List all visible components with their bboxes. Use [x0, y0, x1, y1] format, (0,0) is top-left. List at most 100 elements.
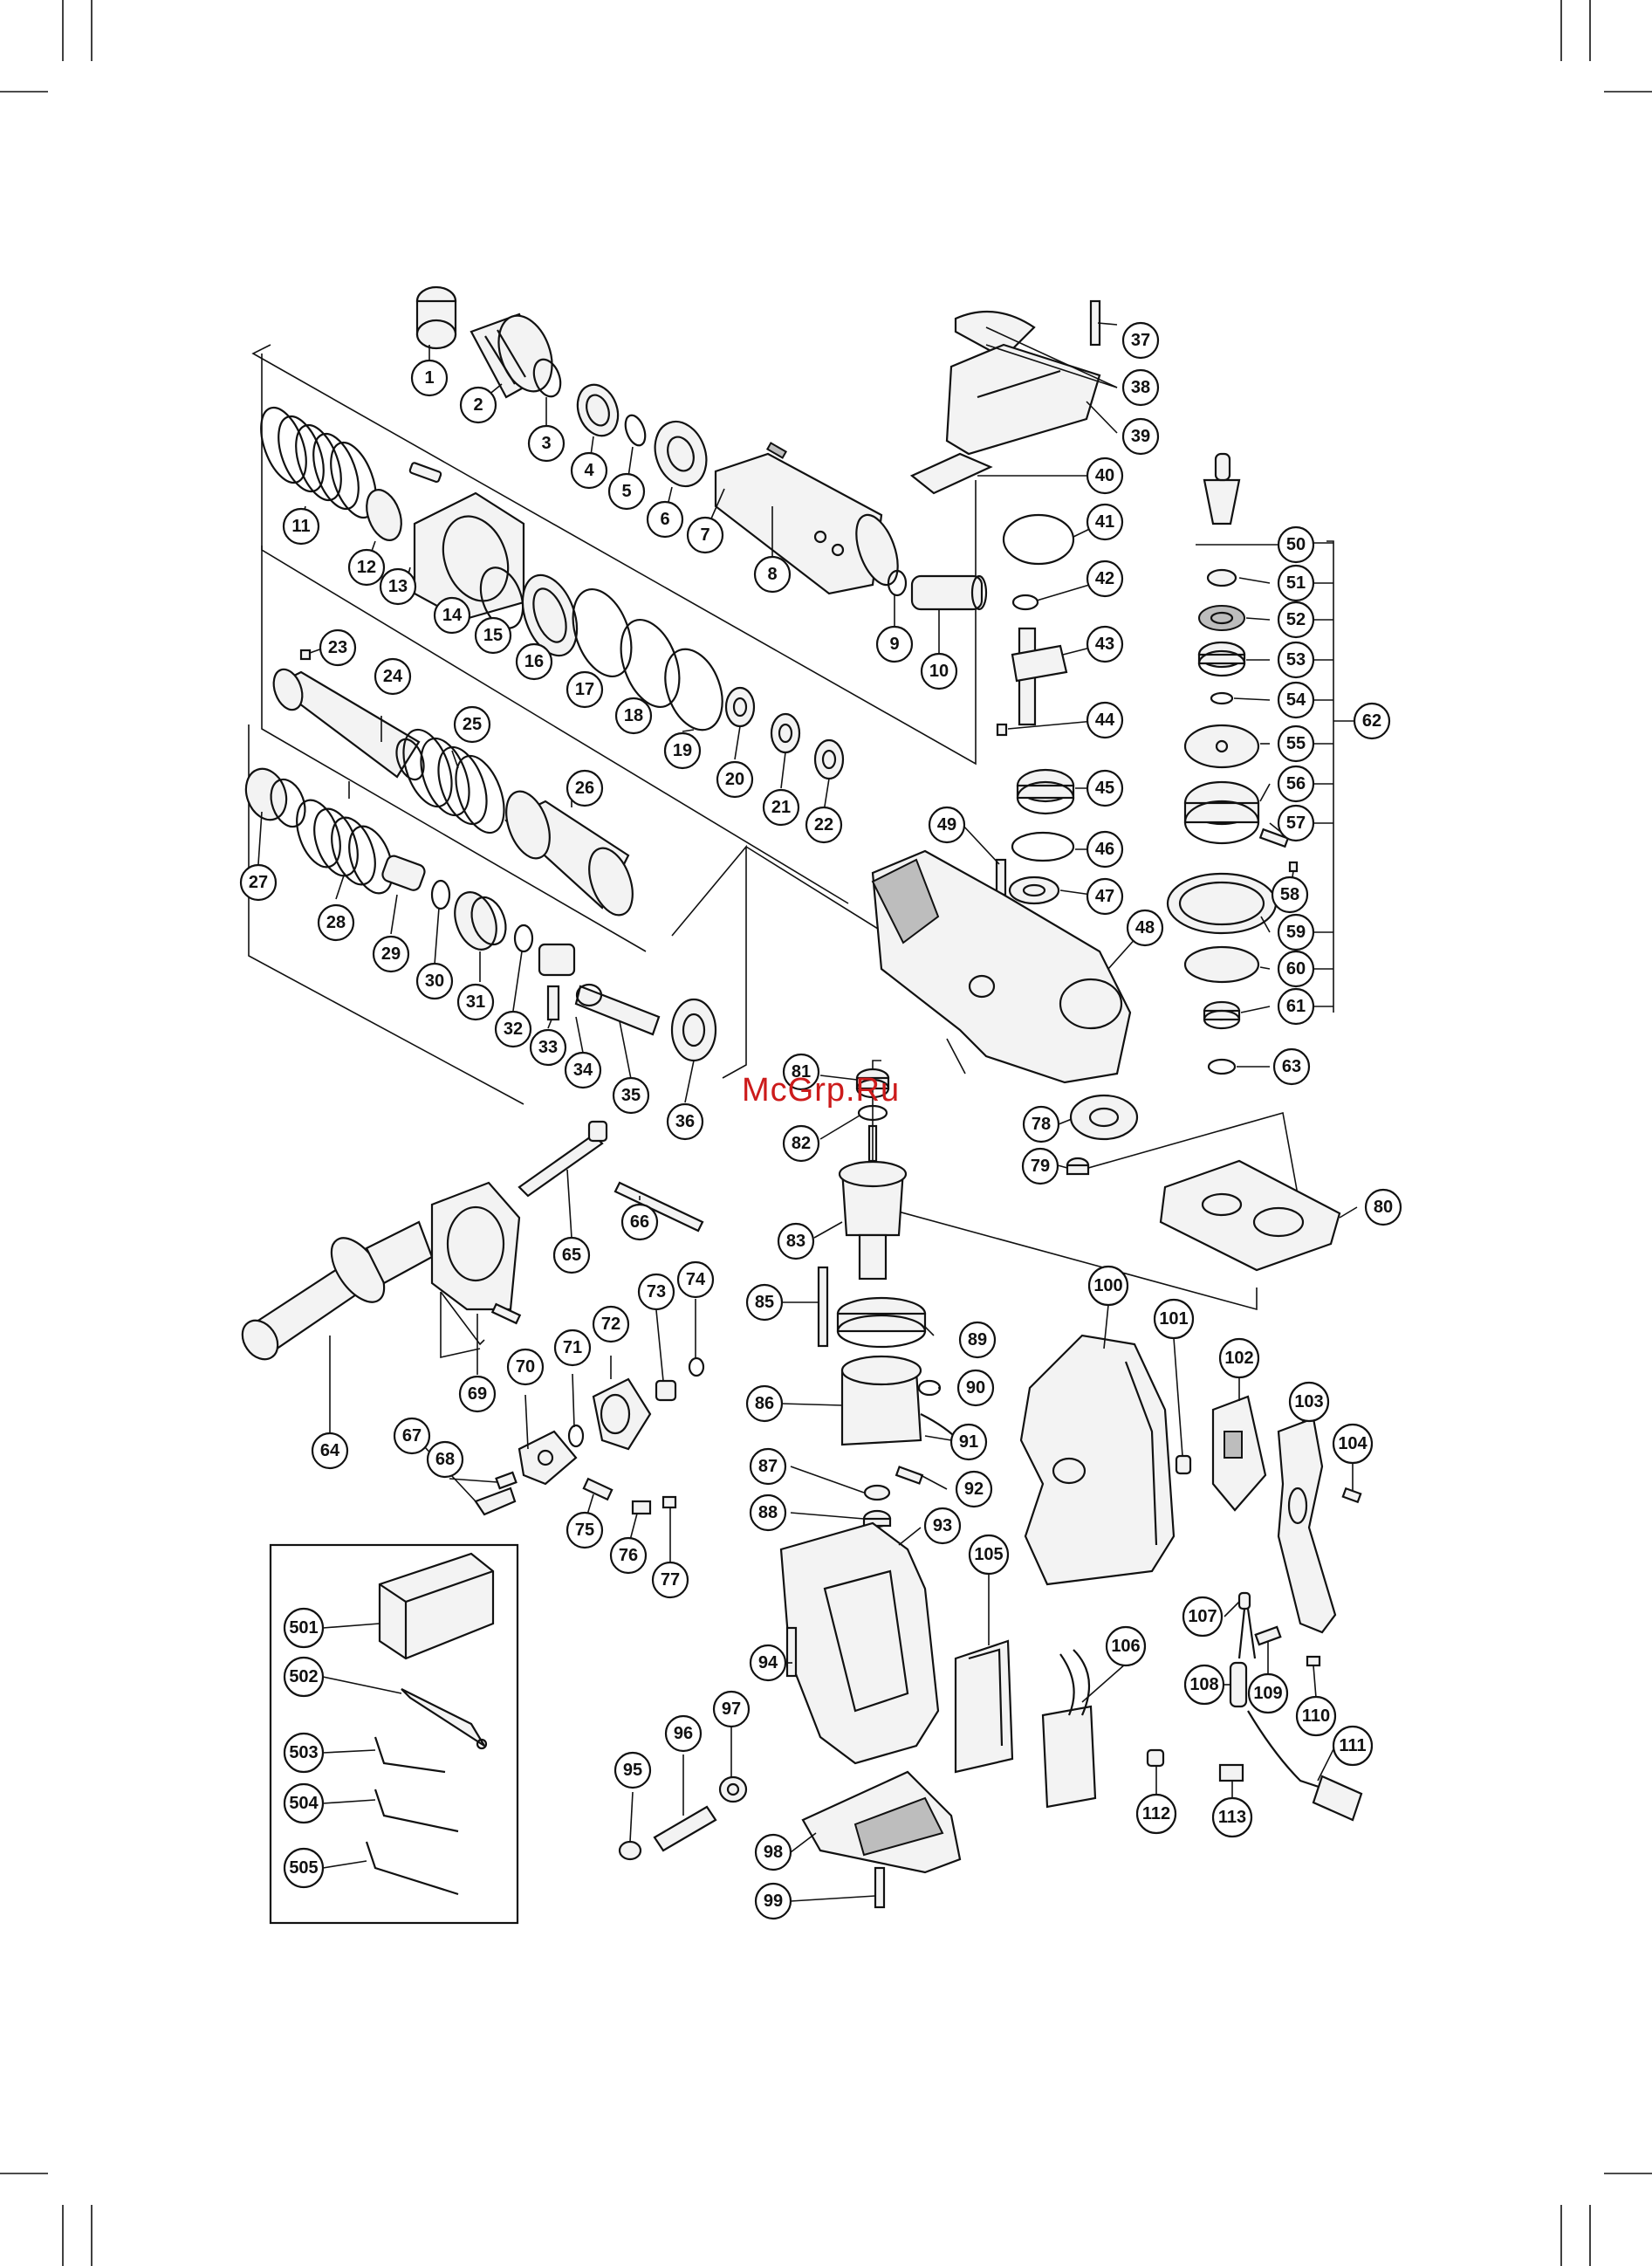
callout-10: 10	[920, 652, 958, 690]
svg-text:91: 91	[959, 1432, 978, 1452]
svg-text:13: 13	[388, 577, 408, 596]
callout-38: 38	[1121, 368, 1160, 407]
part-5-snap-ring	[624, 414, 647, 447]
callout-96: 96	[664, 1714, 703, 1753]
part-11-spring	[260, 406, 377, 519]
callout-19: 19	[663, 731, 702, 770]
part-71-lever	[518, 1430, 578, 1486]
svg-text:64: 64	[320, 1441, 340, 1460]
callout-36: 36	[666, 1102, 704, 1141]
part-73-nut	[655, 1379, 677, 1402]
svg-text:29: 29	[381, 944, 401, 964]
part-71-ring	[567, 1424, 585, 1448]
svg-text:71: 71	[563, 1338, 582, 1357]
part-9-ring	[887, 569, 908, 597]
callout-30: 30	[415, 962, 454, 1000]
svg-text:2: 2	[473, 395, 483, 415]
callout-29: 29	[372, 935, 410, 973]
part-6-washer	[654, 420, 708, 488]
callout-24: 24	[374, 657, 412, 696]
svg-text:108: 108	[1189, 1675, 1218, 1694]
svg-text:54: 54	[1286, 690, 1306, 710]
svg-text:57: 57	[1286, 814, 1306, 833]
svg-text:67: 67	[402, 1426, 422, 1445]
part-81-bearing	[855, 1068, 890, 1099]
part-504-hex-key	[374, 1789, 459, 1833]
svg-text:75: 75	[575, 1521, 594, 1540]
part-80-inner-cover	[1159, 1159, 1341, 1272]
svg-text:88: 88	[758, 1503, 778, 1522]
part-19-ring	[664, 648, 723, 731]
callout-60: 60	[1277, 950, 1315, 988]
part-67-pin	[474, 1487, 517, 1516]
part-109-cord-clip	[1254, 1625, 1282, 1646]
callout-11: 11	[282, 507, 320, 546]
part-107-cord-guard	[1237, 1591, 1257, 1659]
part-112-cap	[1146, 1748, 1165, 1768]
callout-110: 110	[1295, 1695, 1337, 1737]
part-96-brush-holder	[653, 1805, 717, 1852]
svg-text:105: 105	[974, 1545, 1003, 1564]
callout-76: 76	[609, 1536, 648, 1575]
part-22-washer	[813, 738, 845, 780]
svg-text:1: 1	[424, 368, 434, 388]
part-61-bearing	[1203, 1000, 1241, 1030]
part-68-screw	[490, 1302, 522, 1325]
part-87-washer	[863, 1484, 891, 1501]
svg-text:99: 99	[764, 1892, 783, 1911]
svg-text:35: 35	[621, 1086, 641, 1105]
callout-62: 62	[1353, 702, 1391, 740]
part-101-screw	[1175, 1454, 1192, 1475]
callout-51: 51	[1277, 564, 1315, 602]
svg-text:39: 39	[1131, 427, 1150, 446]
callout-90: 90	[956, 1369, 995, 1407]
part-501-case	[378, 1552, 495, 1660]
part-40-plate	[909, 452, 993, 495]
svg-text:14: 14	[442, 606, 463, 625]
group-brackets	[248, 344, 1334, 1358]
svg-text:30: 30	[425, 972, 444, 991]
callout-45: 45	[1086, 769, 1124, 807]
svg-text:76: 76	[619, 1546, 638, 1565]
part-108-cord-armor	[1229, 1661, 1248, 1708]
svg-text:102: 102	[1224, 1349, 1253, 1368]
callout-39: 39	[1121, 417, 1160, 456]
part-1-sleeve	[415, 285, 457, 350]
callout-504: 504	[283, 1782, 325, 1824]
callout-43: 43	[1086, 625, 1124, 663]
svg-text:107: 107	[1188, 1607, 1217, 1626]
callout-92: 92	[955, 1470, 993, 1508]
svg-text:3: 3	[541, 434, 551, 453]
svg-text:15: 15	[483, 626, 503, 645]
svg-text:44: 44	[1095, 711, 1115, 730]
callout-63: 63	[1272, 1047, 1311, 1086]
callout-97: 97	[712, 1690, 751, 1728]
callout-87: 87	[749, 1447, 787, 1486]
callout-505: 505	[283, 1847, 325, 1889]
part-14-cover	[408, 462, 525, 621]
svg-text:37: 37	[1131, 331, 1150, 350]
callout-58: 58	[1271, 876, 1309, 914]
part-52-seal	[1198, 605, 1245, 631]
part-45-washer	[1016, 768, 1075, 815]
svg-text:89: 89	[968, 1330, 987, 1349]
callout-66: 66	[620, 1203, 659, 1241]
callout-59: 59	[1277, 913, 1315, 951]
part-31-gear	[454, 891, 507, 951]
svg-text:83: 83	[786, 1232, 805, 1251]
part-30-ring	[430, 879, 451, 910]
callout-12: 12	[347, 548, 386, 587]
svg-text:69: 69	[468, 1384, 487, 1404]
svg-text:61: 61	[1286, 997, 1306, 1016]
callout-109: 109	[1247, 1672, 1289, 1714]
svg-text:21: 21	[771, 798, 791, 817]
svg-text:56: 56	[1286, 774, 1306, 793]
part-39-cover	[945, 343, 1101, 456]
part-51-washer	[1206, 568, 1237, 587]
callout-8: 8	[753, 555, 792, 594]
svg-text:501: 501	[289, 1618, 318, 1638]
callout-32: 32	[494, 1010, 532, 1048]
callout-89: 89	[958, 1321, 997, 1359]
callout-15: 15	[474, 616, 512, 655]
svg-text:49: 49	[937, 815, 956, 834]
